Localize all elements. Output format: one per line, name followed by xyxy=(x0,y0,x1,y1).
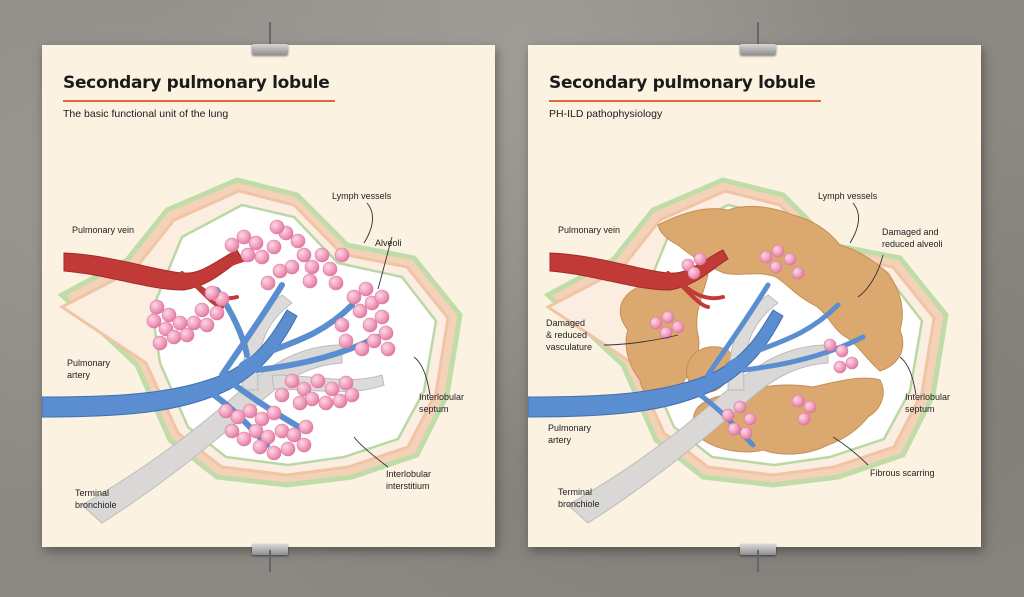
label-terminal-bronchiole-1: Terminal xyxy=(558,487,592,497)
label-terminal-bronchiole-2: bronchiole xyxy=(75,500,117,510)
poster-subtitle: The basic functional unit of the lung xyxy=(63,108,229,120)
damaged-alveoli-cluster xyxy=(649,244,859,440)
label-interlobular-septum-1: Interlobular xyxy=(419,392,464,402)
poster-title: Secondary pulmonary lobule xyxy=(549,73,816,93)
lobule-diagram-diseased: Lymph vessels Pulmonary vein Damaged and… xyxy=(528,177,950,524)
label-pointers xyxy=(603,202,917,466)
poster-subtitle: PH-ILD pathophysiology xyxy=(549,108,663,120)
label-damaged-alveoli-2: reduced alveoli xyxy=(882,239,943,249)
label-pulmonary-vein: Pulmonary vein xyxy=(558,225,620,235)
label-terminal-bronchiole-1: Terminal xyxy=(75,488,109,498)
title-underline xyxy=(63,100,335,102)
label-lymph-vessels: Lymph vessels xyxy=(818,191,878,201)
label-damaged-alveoli-1: Damaged and xyxy=(882,227,939,237)
binder-clip-icon xyxy=(736,22,780,56)
label-damaged-vasculature-1: Damaged xyxy=(546,318,585,328)
binder-clip-icon xyxy=(736,536,780,572)
label-fibrous-scarring: Fibrous scarring xyxy=(870,468,935,478)
pulmonary-vein xyxy=(549,249,729,291)
label-pointers xyxy=(353,202,431,468)
label-damaged-vasculature-3: vasculature xyxy=(546,342,592,352)
label-interlobular-interstitium-1: Interlobular xyxy=(386,469,431,479)
title-underline xyxy=(549,100,821,102)
label-alveoli: Alveoli xyxy=(375,238,402,248)
poster-ph-ild-lobule: Secondary pulmonary lobule PH-ILD pathop… xyxy=(528,45,981,547)
label-pulmonary-artery-1: Pulmonary xyxy=(67,358,111,368)
binder-clip-icon xyxy=(248,536,292,572)
label-pulmonary-vein: Pulmonary vein xyxy=(72,225,134,235)
label-terminal-bronchiole-2: bronchiole xyxy=(558,499,600,509)
label-interlobular-septum-2: septum xyxy=(905,404,935,414)
poster-title: Secondary pulmonary lobule xyxy=(63,73,330,93)
label-interlobular-interstitium-2: interstitium xyxy=(386,481,430,491)
label-pulmonary-artery-1: Pulmonary xyxy=(548,423,592,433)
alveoli-cluster xyxy=(146,219,396,461)
lobule-diagram: Lymph vessels Pulmonary vein Alveoli Pul… xyxy=(42,177,464,524)
binder-clip-icon xyxy=(248,22,292,56)
label-interlobular-septum-2: septum xyxy=(419,404,449,414)
label-pulmonary-artery-2: artery xyxy=(67,370,91,380)
label-lymph-vessels: Lymph vessels xyxy=(332,191,392,201)
label-pulmonary-artery-2: artery xyxy=(548,435,572,445)
label-interlobular-septum-1: Interlobular xyxy=(905,392,950,402)
label-damaged-vasculature-2: & reduced xyxy=(546,330,587,340)
poster-healthy-lobule: Secondary pulmonary lobule The basic fun… xyxy=(42,45,495,547)
